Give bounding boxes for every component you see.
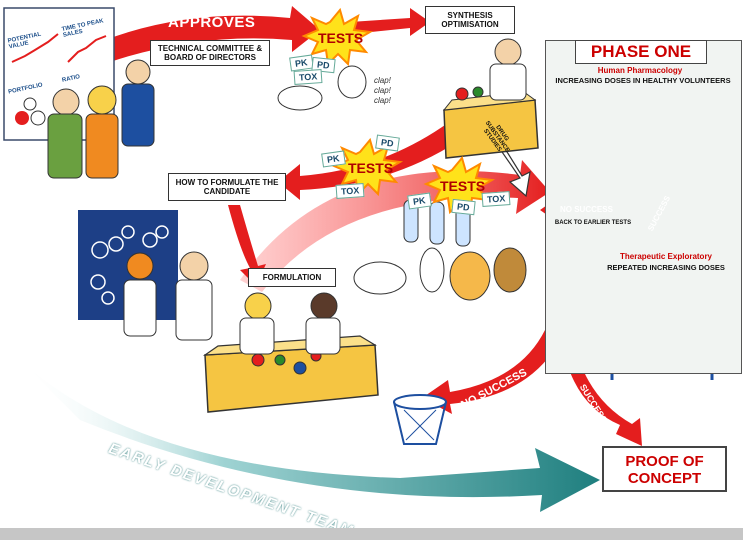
formulation-box: FORMULATION: [248, 268, 336, 288]
tests-label-top: TESTS: [318, 30, 364, 46]
lab-scientists: [123, 38, 527, 355]
to-formulation-arrow: [228, 205, 266, 286]
early-development-arrow: [20, 360, 600, 512]
phase-one-panel: [545, 40, 742, 374]
lab-animals: [277, 65, 527, 301]
repeated-doses-label: REPEATED INCREASING DOSES: [607, 263, 725, 272]
no-success-lower-arrow: [422, 330, 560, 414]
clap-text: clap! clap! clap!: [374, 76, 391, 105]
back-to-tests-label: BACK TO EARLIER TESTS: [554, 220, 632, 226]
success-lower-arrow: [570, 372, 642, 446]
synthesis-box: SYNTHESIS OPTIMISATION: [425, 6, 515, 35]
how-to-formulate-box: HOW TO FORMULATE THE CANDIDATE: [168, 173, 286, 202]
to-synthesis-arrow: [350, 8, 430, 36]
human-pharmacology-label: Human Pharmacology: [597, 66, 683, 75]
pd-tag-right: PD: [451, 198, 476, 216]
tox-tag-middle: TOX: [335, 183, 365, 199]
tests-label-middle: TESTS: [348, 160, 394, 176]
increasing-doses-label: INCREASING DOSES IN HEALTHY VOLUNTEERS: [555, 76, 731, 85]
approves-label: APPROVES: [168, 14, 256, 31]
committee-people: [47, 59, 155, 179]
formulation-table: [202, 335, 379, 413]
tests-burst-top: [301, 7, 374, 67]
to-formulate-arrow: [278, 125, 460, 200]
technical-committee-box: TECHNICAL COMMITTEE & BOARD OF DIRECTORS: [150, 40, 270, 67]
no-success-upper-label: NO SUCCESS: [560, 205, 613, 214]
proof-of-concept-box: PROOF OF CONCEPT: [602, 446, 727, 492]
tox-tag-right: TOX: [481, 191, 511, 207]
therapeutic-exploratory-label: Therapeutic Exploratory: [619, 252, 713, 261]
bottom-bar: [0, 528, 743, 540]
tox-tag-top: TOX: [293, 69, 323, 85]
waste-bin: [393, 394, 447, 445]
phase-one-title: PHASE ONE: [575, 40, 707, 64]
tests-label-right: TESTS: [440, 178, 486, 194]
pd-tag-middle: PD: [375, 134, 400, 152]
